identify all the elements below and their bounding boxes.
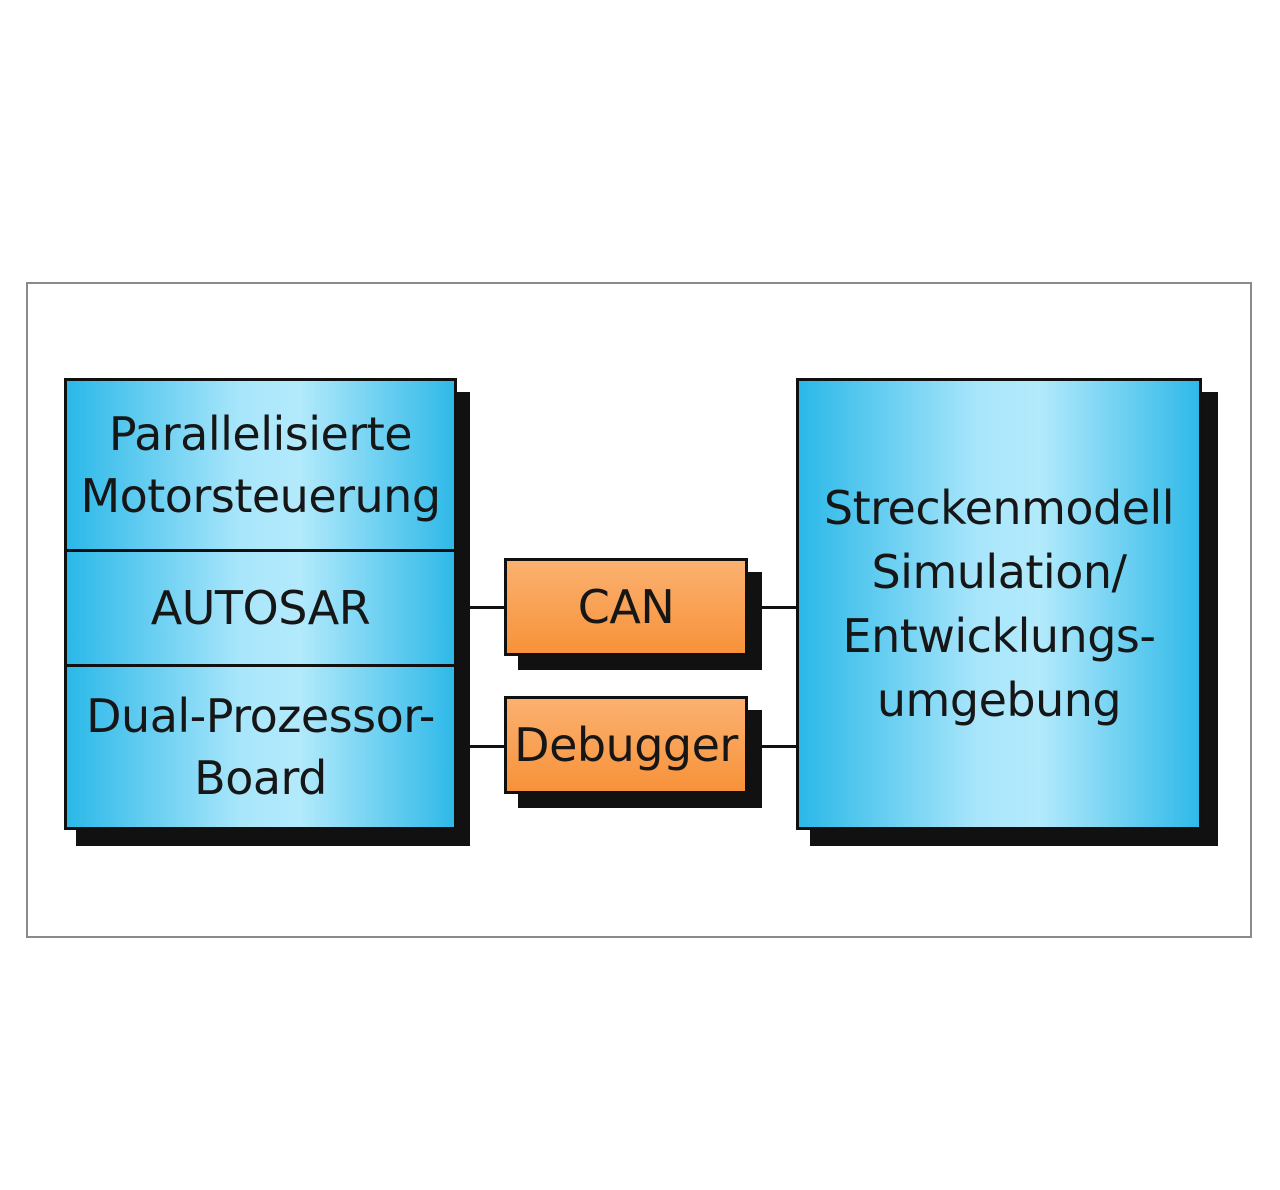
layer-autosar: AUTOSAR	[67, 549, 454, 664]
layer-dual-processor-board: Dual-Prozessor- Board	[67, 664, 454, 827]
debugger-line-left	[457, 745, 505, 748]
layer-motor-control: Parallelisierte Motorsteuerung	[80, 407, 441, 523]
can-line-left	[457, 606, 505, 609]
can-box: CAN	[504, 558, 748, 656]
debugger-line-right	[746, 745, 798, 748]
plant-model-box: Streckenmodell Simulation/ Entwicklungs-…	[796, 378, 1202, 830]
ecu-stack: Parallelisierte Motorsteuerung AUTOSAR D…	[64, 378, 457, 830]
can-line-right	[746, 606, 798, 609]
debugger-box: Debugger	[504, 696, 748, 794]
